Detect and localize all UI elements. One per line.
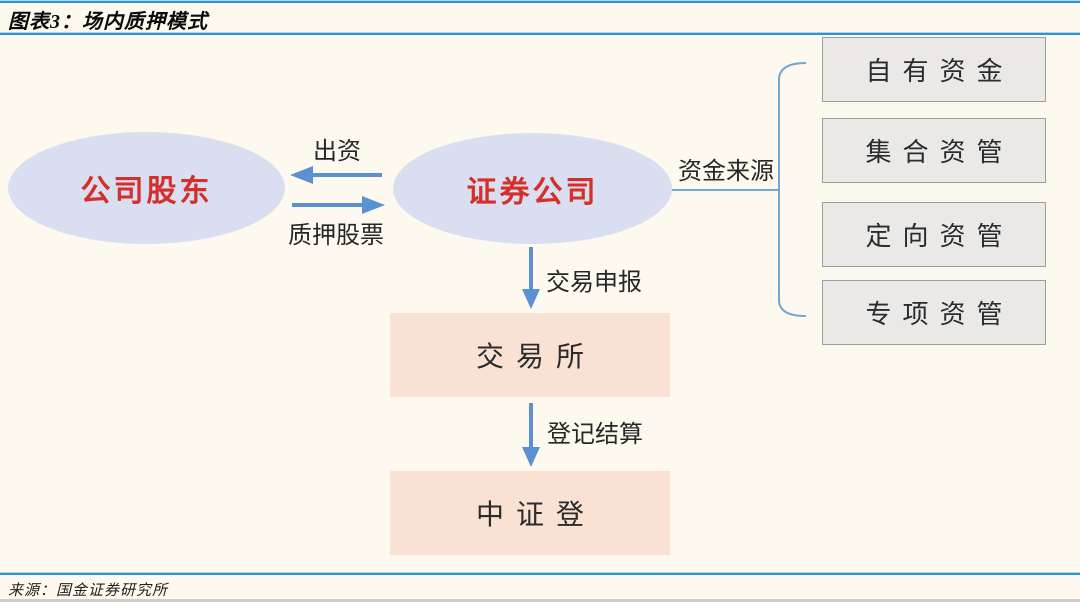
figure-title: 图表3：场内质押模式 [8,11,208,33]
node-label: 证券公司 [466,175,599,209]
node-label: 公司股东 [80,175,213,208]
pledge-arrow [292,196,385,214]
funding-box-directed-am: 定向资管 [822,202,1046,267]
edge-label-pledge-stock: 质押股票 [288,223,384,249]
funding-box-special-am: 专项资管 [822,280,1046,345]
funding-box-own-funds: 自有资金 [822,37,1046,102]
funding-bracket [778,62,807,317]
edge-label-registration-settlement: 登记结算 [547,422,643,448]
node-exchange: 交易所 [390,313,670,397]
title-underline [0,32,1080,35]
node-label: 中证登 [475,500,596,531]
settlement-arrow [522,403,540,467]
capital-arrow [290,166,382,184]
node-securities-firm: 证券公司 [393,133,672,244]
funding-box-label: 定向资管 [865,222,1014,251]
node-csdc: 中证登 [390,471,670,555]
funding-box-collective-am: 集合资管 [822,118,1046,183]
funding-box-label: 集合资管 [865,138,1014,167]
bottom-edge-line [0,599,1080,602]
node-label: 交易所 [475,342,596,373]
node-company-shareholder: 公司股东 [8,132,285,244]
trade-declaration-arrow [522,247,540,309]
source-note: 来源：国金证券研究所 [8,583,169,599]
edge-label-trade-declaration: 交易申报 [546,270,642,296]
top-border-line [0,0,1080,3]
edge-label-funding-source: 资金来源 [678,159,774,185]
funding-box-label: 自有资金 [865,57,1014,86]
edge-label-capital: 出资 [313,139,361,165]
bottom-divider-line [0,572,1080,575]
funding-box-label: 专项资管 [865,300,1014,329]
